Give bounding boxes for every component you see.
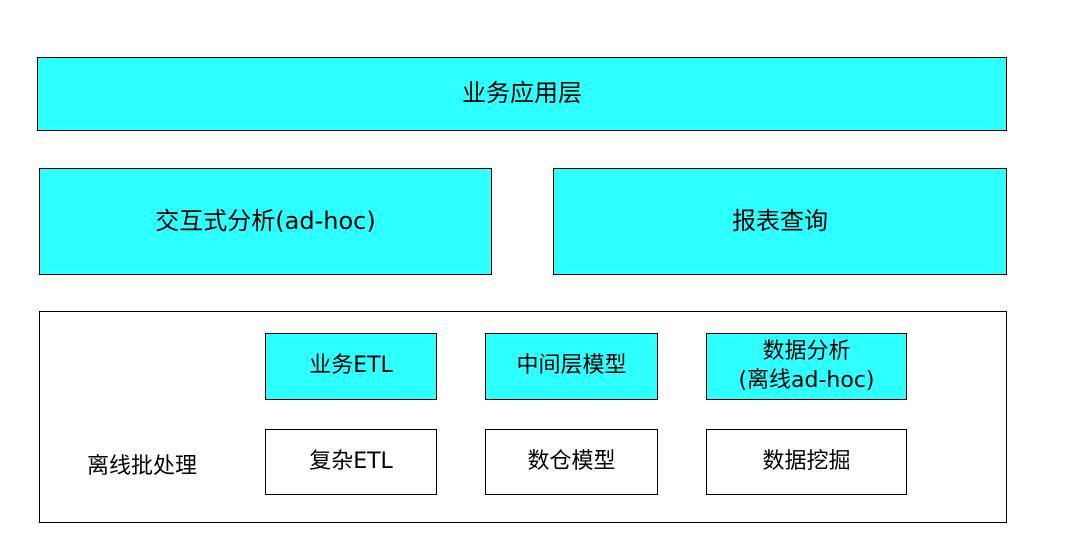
offline-batch-title: 离线批处理 [87, 454, 198, 479]
complex-etl-box: 复杂ETL [265, 429, 437, 495]
business-app-layer: 业务应用层 [37, 57, 1007, 131]
data-mining-label: 数据挖掘 [762, 448, 851, 474]
middle-layer-model-box: 中间层模型 [485, 333, 658, 400]
business-etl-box: 业务ETL [265, 333, 437, 400]
interactive-analysis-label: 交互式分析(ad-hoc) [155, 206, 376, 235]
data-analysis-label-line1: 数据分析 [762, 338, 851, 364]
data-mining-box: 数据挖掘 [706, 429, 907, 495]
report-query-box: 报表查询 [553, 168, 1007, 275]
business-etl-label: 业务ETL [309, 353, 393, 379]
warehouse-model-label: 数仓模型 [527, 448, 616, 474]
report-query-label: 报表查询 [732, 206, 828, 235]
warehouse-model-box: 数仓模型 [485, 429, 658, 495]
interactive-analysis-box: 交互式分析(ad-hoc) [39, 168, 492, 275]
business-app-layer-label: 业务应用层 [462, 79, 582, 108]
middle-layer-model-label: 中间层模型 [516, 353, 627, 379]
data-analysis-label-line2: (离线ad-hoc) [738, 367, 875, 393]
data-analysis-box: 数据分析 (离线ad-hoc) [706, 333, 907, 400]
data-analysis-text: 数据分析 (离线ad-hoc) [738, 338, 874, 395]
complex-etl-label: 复杂ETL [309, 448, 393, 474]
